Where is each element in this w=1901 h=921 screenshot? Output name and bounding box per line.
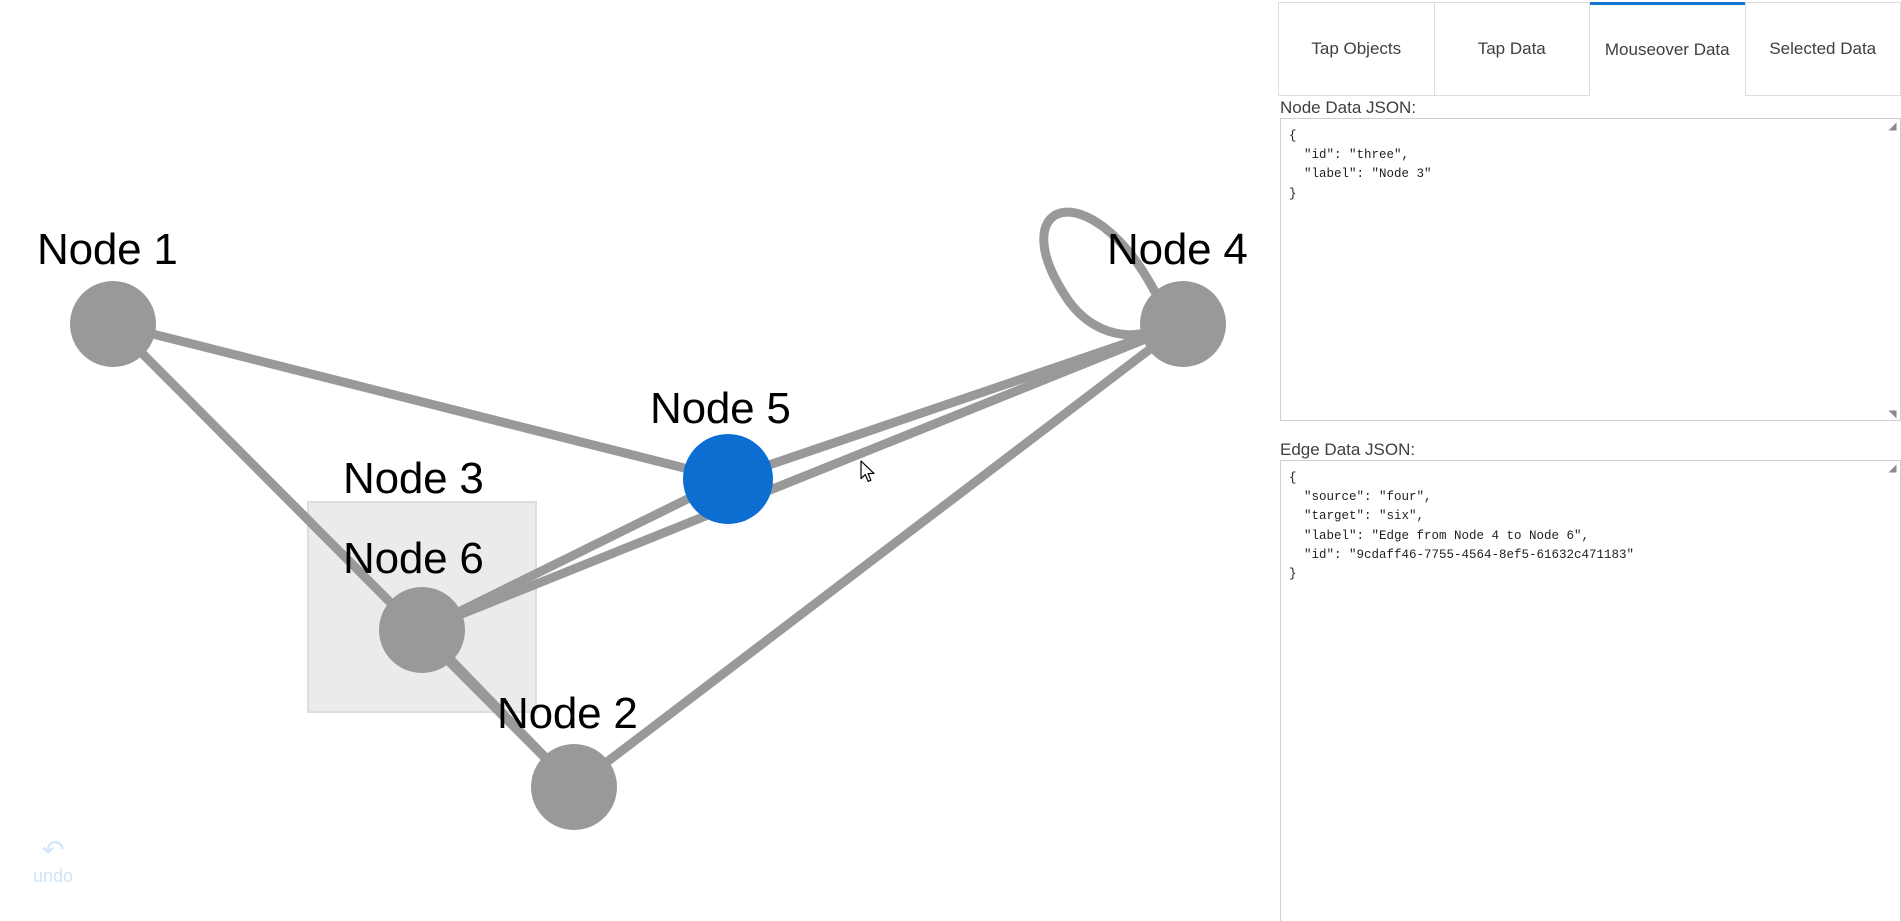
edge-two-four[interactable] [569, 319, 1188, 792]
edge-five-four[interactable] [723, 319, 1188, 484]
undo-label: undo [32, 866, 74, 886]
edge-one-five[interactable] [108, 319, 733, 484]
edge-data-json-label: Edge Data JSON: [1280, 440, 1416, 459]
data-panel: Tap Objects Tap Data Mouseover Data Sele… [1278, 0, 1901, 921]
node-two[interactable] [531, 744, 617, 830]
graph-edges[interactable] [108, 207, 1188, 792]
node-one[interactable] [70, 281, 156, 367]
graph-nodes[interactable] [70, 281, 1226, 830]
edge-four-four-selfloop[interactable] [1039, 207, 1173, 340]
tab-tap-data-label: Tap Data [1477, 38, 1546, 58]
node-data-json-label: Node Data JSON: [1280, 98, 1417, 117]
edge-six-four[interactable] [417, 319, 1188, 635]
tab-mouseover-data[interactable]: Mouseover Data [1590, 2, 1745, 96]
tab-bar: Tap Objects Tap Data Mouseover Data Sele… [1278, 2, 1901, 96]
tab-mouseover-data-label: Mouseover Data [1604, 40, 1730, 60]
graph-svg[interactable] [0, 0, 1278, 921]
node-five[interactable] [683, 434, 773, 524]
tab-tap-data[interactable]: Tap Data [1434, 2, 1590, 96]
graph-canvas-panel[interactable]: Node 1 Node 4 Node 5 Node 6 Node 2 Node … [0, 0, 1278, 921]
edge-data-json-textarea[interactable]: { "source": "four", "target": "six", "la… [1280, 460, 1901, 921]
tab-tap-objects-label: Tap Objects [1311, 38, 1402, 58]
tab-selected-data[interactable]: Selected Data [1744, 2, 1901, 96]
node-four[interactable] [1140, 281, 1226, 367]
node-data-json-textarea[interactable]: { "id": "three", "label": "Node 3" } [1280, 118, 1901, 421]
tab-tap-objects[interactable]: Tap Objects [1278, 2, 1435, 96]
node-six[interactable] [379, 587, 465, 673]
undo-arrow-icon: ↶ [41, 835, 65, 865]
undo-button[interactable]: ↶ undo [22, 835, 84, 887]
tab-selected-data-label: Selected Data [1769, 38, 1877, 58]
